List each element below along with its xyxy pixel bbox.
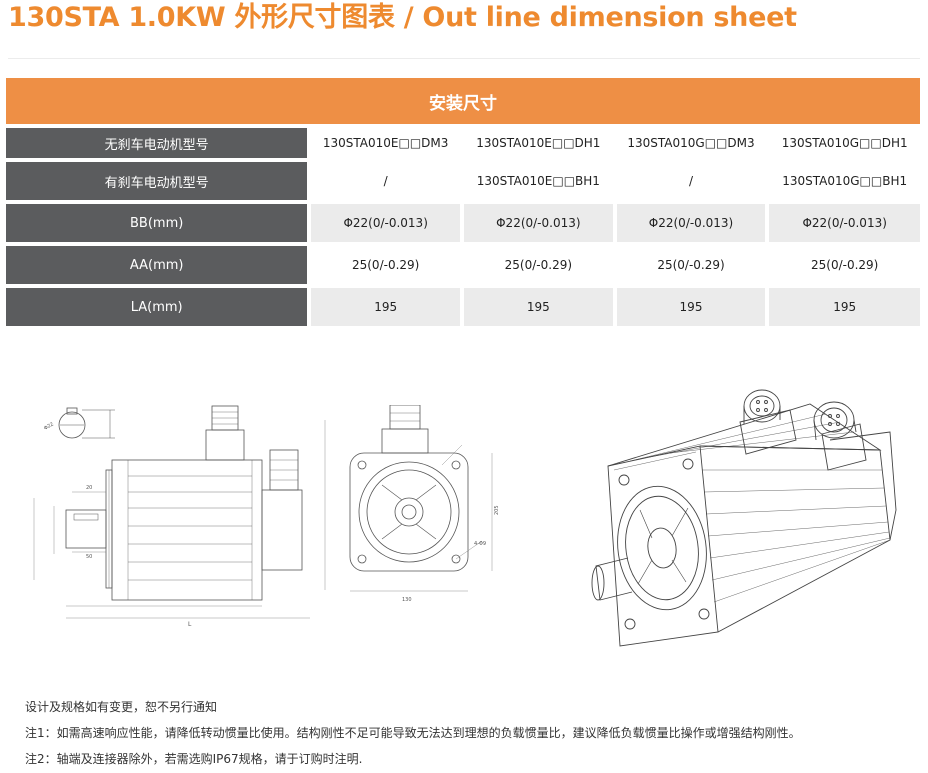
step-label: 20 xyxy=(86,485,92,491)
row-label: AA(mm) xyxy=(6,246,308,284)
table-row: 有刹车电动机型号 / 130STA010E□□BH1 / 130STA010G□… xyxy=(6,162,920,200)
row-label: 无刹车电动机型号 xyxy=(6,128,308,158)
table-row: BB(mm) Φ22(0/-0.013) Φ22(0/-0.013) Φ22(0… xyxy=(6,204,921,242)
notes: 设计及规格如有变更，恕不另行通知 注1：如需高速响应性能，请降低转动惯量比使用。… xyxy=(25,694,801,772)
bolt-hole-label: 4-Φ9 xyxy=(474,541,486,547)
table-cell: 25(0/-0.29) xyxy=(657,258,725,272)
row-label: 有刹车电动机型号 xyxy=(6,162,308,200)
table-cell: 130STA010E□□BH1 xyxy=(476,174,600,188)
divider xyxy=(8,58,920,59)
table-header: 安装尺寸 xyxy=(6,78,920,124)
table-cell: 25(0/-0.29) xyxy=(504,258,573,272)
side-view-drawing: Φ22 xyxy=(33,405,326,628)
length-label: L xyxy=(188,621,192,628)
table-cell: 130STA010E□□DH1 xyxy=(476,136,601,150)
flange-width-label: 130 xyxy=(402,597,412,603)
row-label: BB(mm) xyxy=(6,204,308,242)
table-cell: Φ22(0/-0.013) xyxy=(311,204,460,242)
front-view-drawing: 130 4-Φ9 205 xyxy=(349,405,500,603)
table-cell: Φ22(0/-0.013) xyxy=(769,204,921,242)
technical-drawings: Φ22 xyxy=(0,350,928,650)
table-cell: 195 xyxy=(616,288,766,326)
table-row: 无刹车电动机型号 130STA010E□□DM3 130STA010E□□DH1… xyxy=(6,128,920,158)
table-cell: / xyxy=(383,174,388,188)
svg-text:Φ22: Φ22 xyxy=(43,421,55,431)
table-cell: 130STA010G□□DH1 xyxy=(781,136,908,150)
shaft-length-label: 50 xyxy=(86,554,92,560)
table-cell: 195 xyxy=(464,288,613,326)
table-cell: 130STA010G□□BH1 xyxy=(782,174,908,188)
table-cell: 130STA010G□□DM3 xyxy=(627,136,755,150)
table-cell: 195 xyxy=(311,288,460,326)
table-cell: 25(0/-0.29) xyxy=(351,258,420,272)
note-2: 注2：轴端及连接器除外，若需选购IP67规格，请于订购时注明. xyxy=(25,752,363,766)
table-cell: Φ22(0/-0.013) xyxy=(464,204,613,242)
dimension-table: 安装尺寸 无刹车电动机型号 130STA010E□□DM3 130STA010E… xyxy=(6,78,921,326)
row-label: LA(mm) xyxy=(6,288,308,326)
height-label: 205 xyxy=(494,505,500,515)
table-row: AA(mm) 25(0/-0.29) 25(0/-0.29) 25(0/-0.2… xyxy=(6,246,920,284)
isometric-motor-drawing xyxy=(591,389,897,647)
table-cell: 25(0/-0.29) xyxy=(811,258,879,272)
note-1: 注1：如需高速响应性能，请降低转动惯量比使用。结构刚性不足可能导致无法达到理想的… xyxy=(25,726,801,740)
page-title: 130STA 1.0KW 外形尺寸图表 / Out line dimension… xyxy=(8,2,797,33)
table-cell: / xyxy=(688,174,694,188)
table-cell: Φ22(0/-0.013) xyxy=(616,204,766,242)
table-cell: 130STA010E□□DM3 xyxy=(322,136,449,150)
table-row: LA(mm) 195 195 195 195 xyxy=(6,288,921,326)
note-disclaimer: 设计及规格如有变更，恕不另行通知 xyxy=(25,700,218,714)
table-cell: 195 xyxy=(769,288,921,326)
